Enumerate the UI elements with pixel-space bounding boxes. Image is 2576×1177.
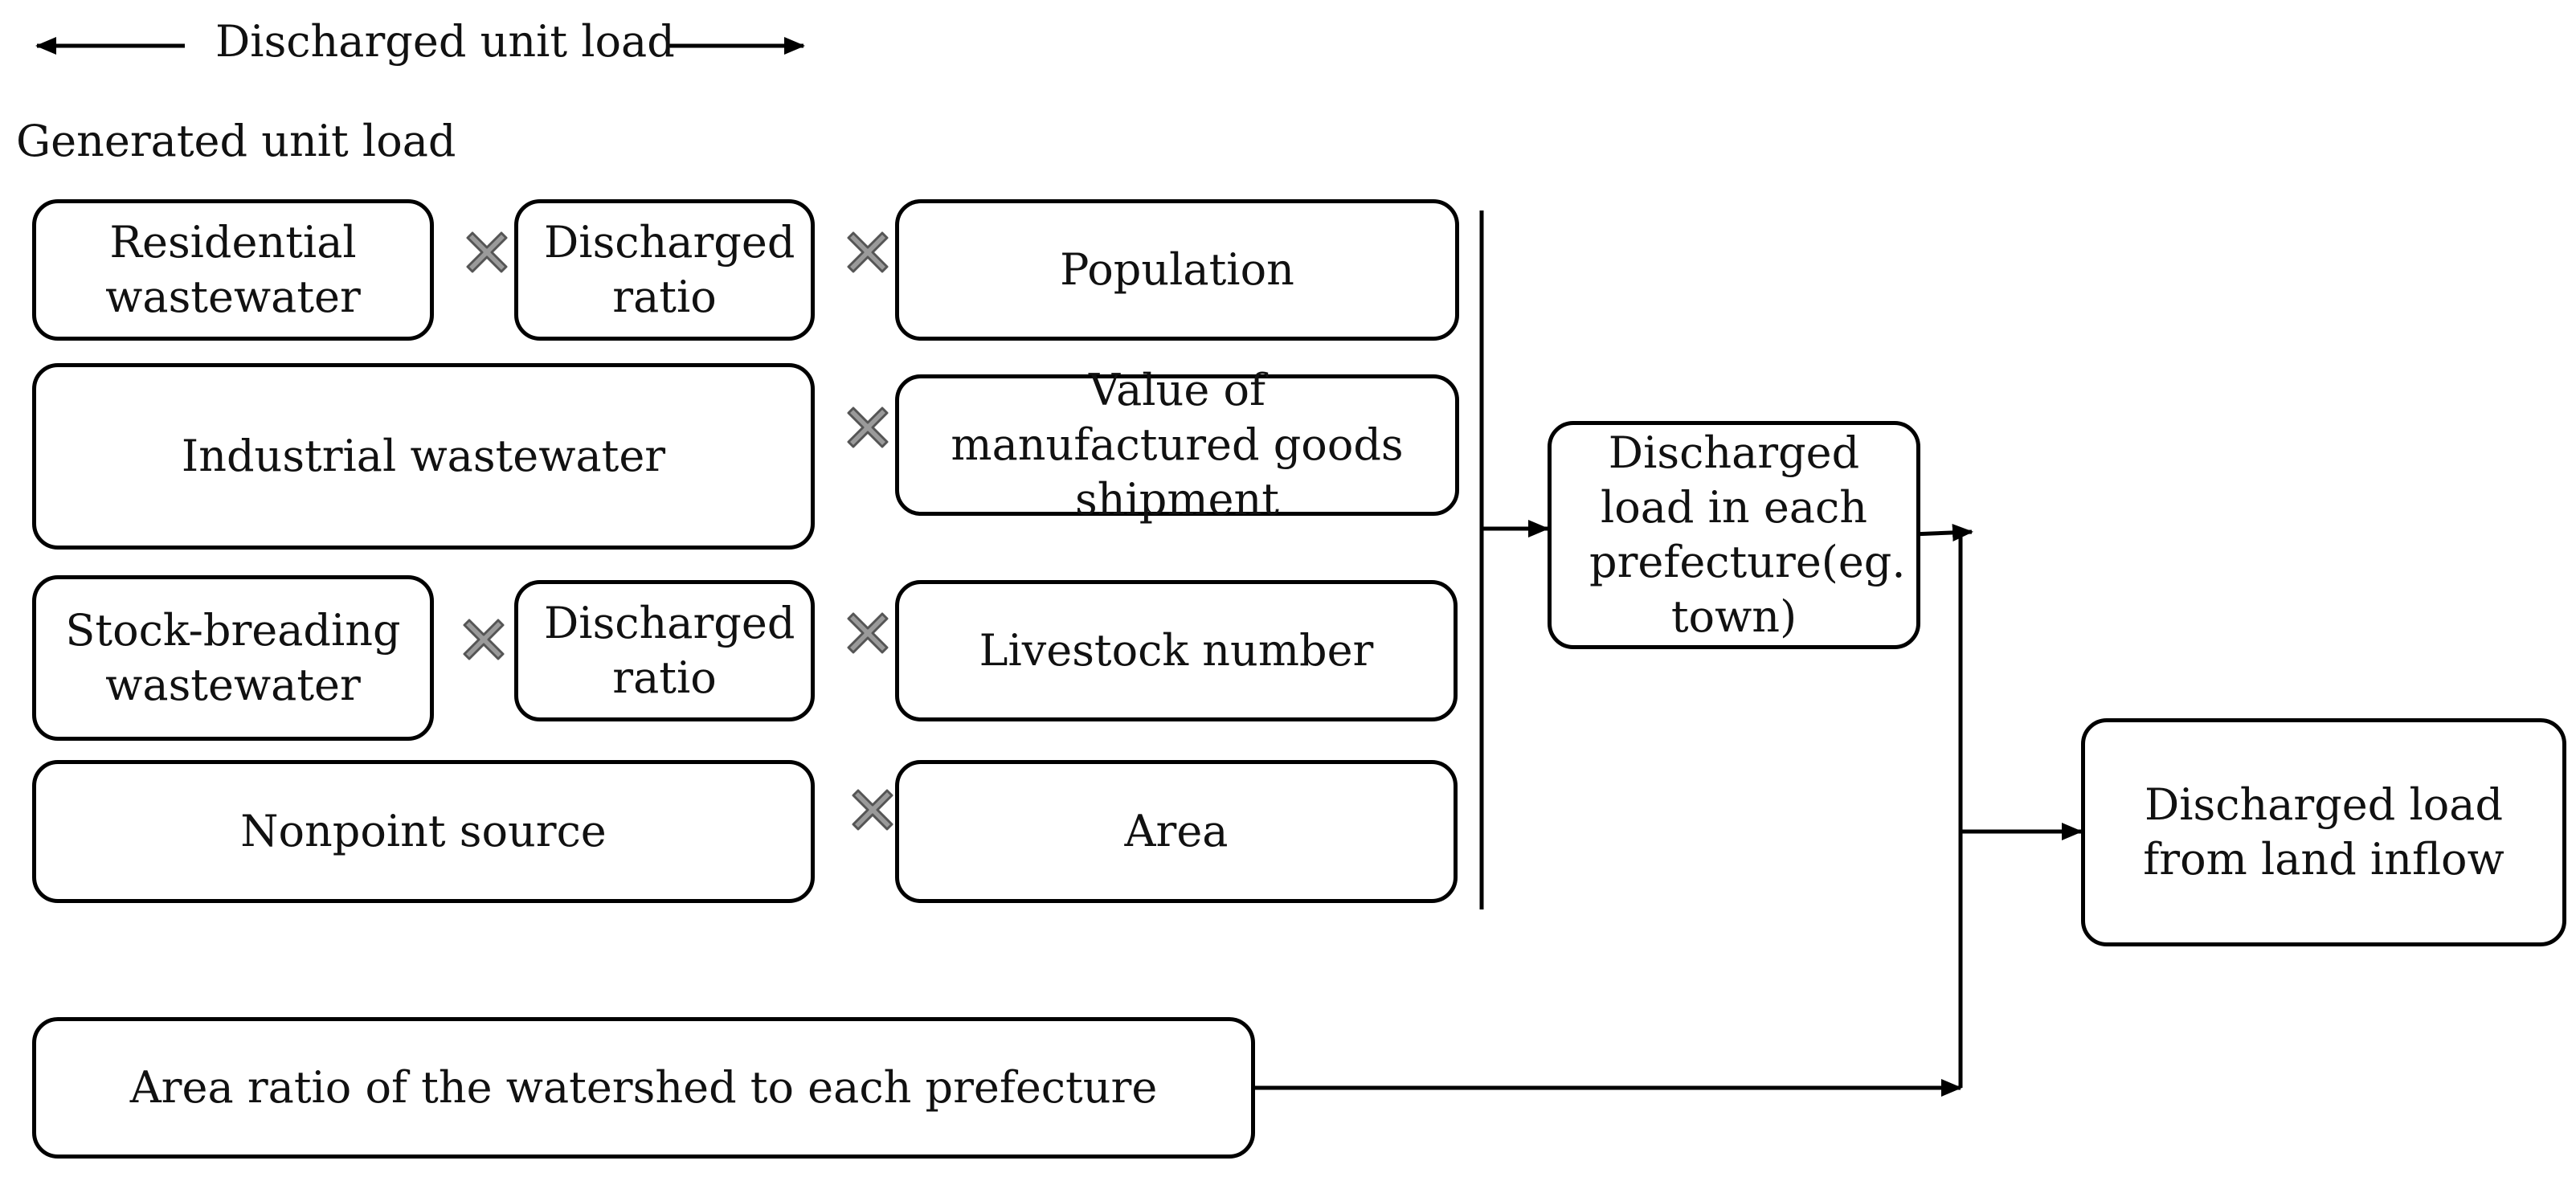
multiply-icon xyxy=(847,784,898,836)
nonpoint-source-box: Nonpoint source xyxy=(32,760,815,903)
generated-unit-load-label: Generated unit load xyxy=(16,116,456,166)
prefecture-load-box: Discharged load in each prefecture(eg. t… xyxy=(1548,421,1920,649)
discharged-ratio-box-2: Discharged ratio xyxy=(514,580,815,721)
area-ratio-text: Area ratio of the watershed to each pref… xyxy=(129,1062,1158,1113)
multiply-icon xyxy=(461,227,513,278)
land-inflow-text: Discharged load from land inflow xyxy=(2143,779,2504,885)
area-box: Area xyxy=(895,760,1458,903)
arrow-from-prefecture xyxy=(1912,523,1973,542)
population-box: Population xyxy=(895,199,1459,341)
land-inflow-box: Discharged load from land inflow xyxy=(2081,718,2566,946)
multiply-icon xyxy=(842,402,893,453)
population-text: Population xyxy=(1060,244,1294,295)
manufactured-goods-box: Value of manufactured goods shipment xyxy=(895,365,1459,525)
multiply-icon xyxy=(458,614,509,665)
livestock-number-box: Livestock number xyxy=(895,580,1458,721)
area-text: Area xyxy=(1124,806,1229,856)
stock-breading-wastewater-text: Stock-breading wastewater xyxy=(65,605,401,710)
nonpoint-source-text: Nonpoint source xyxy=(240,806,607,856)
prefecture-load-text: Discharged load in each prefecture(eg. t… xyxy=(1589,427,1906,642)
multiply-icon xyxy=(842,227,893,278)
industrial-wastewater-text: Industrial wastewater xyxy=(181,431,666,481)
stock-breading-wastewater-box: Stock-breading wastewater xyxy=(32,575,434,741)
livestock-number-text: Livestock number xyxy=(979,625,1374,676)
discharged-unit-load-label: Discharged unit load xyxy=(215,16,675,67)
discharged-ratio-text-2: Discharged ratio xyxy=(544,598,795,703)
industrial-wastewater-box: Industrial wastewater xyxy=(32,363,815,550)
residential-wastewater-box: Residential wastewater xyxy=(32,199,434,341)
manufactured-goods-text: Value of manufactured goods shipment xyxy=(951,365,1404,525)
area-ratio-box: Area ratio of the watershed to each pref… xyxy=(32,1017,1255,1159)
residential-wastewater-text: Residential wastewater xyxy=(105,217,361,322)
discharged-ratio-box: Discharged ratio xyxy=(514,199,815,341)
discharged-ratio-text: Discharged ratio xyxy=(544,217,795,322)
multiply-icon xyxy=(842,607,893,659)
